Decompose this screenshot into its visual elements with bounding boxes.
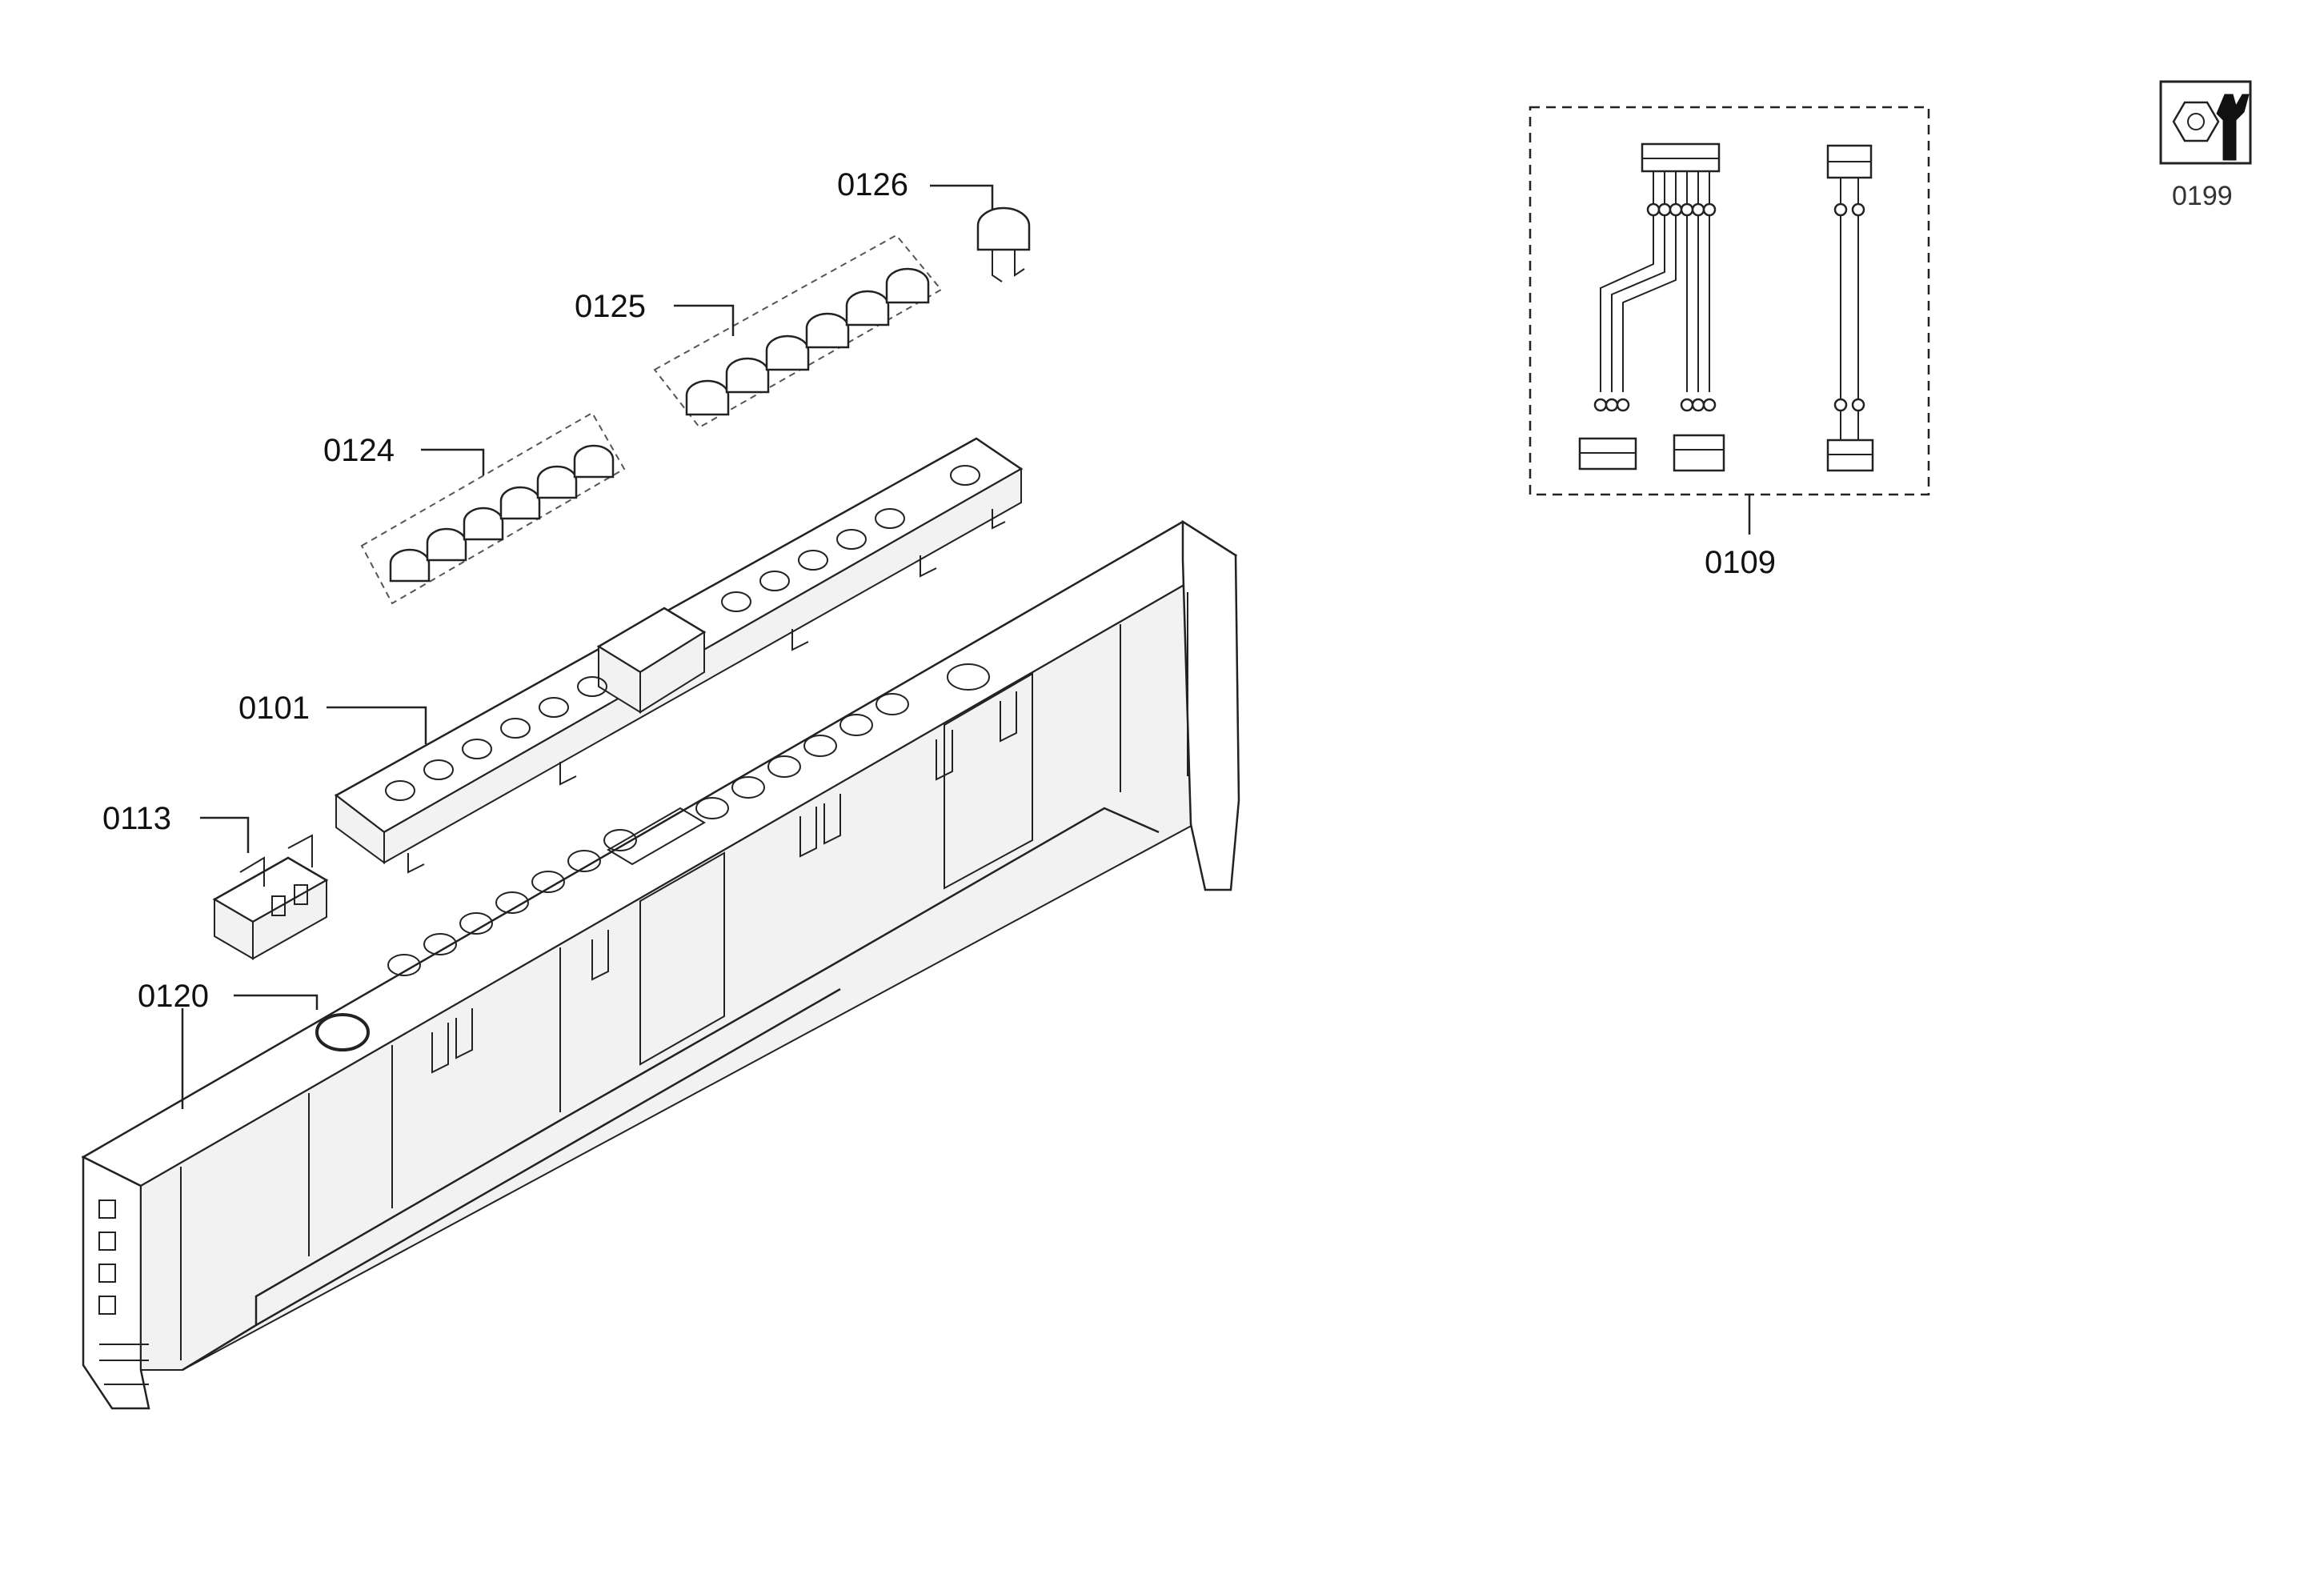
- label-0113: 0113: [102, 801, 171, 836]
- leader-lines: [181, 184, 1751, 1109]
- button-group-0125: [653, 234, 943, 429]
- label-0126: 0126: [837, 167, 908, 202]
- tool-kit-icon: [2159, 80, 2252, 165]
- label-0125: 0125: [575, 289, 646, 324]
- label-0199: 0199: [2172, 181, 2233, 211]
- label-0124: 0124: [323, 433, 395, 468]
- switch-0113: [212, 834, 329, 960]
- label-0109: 0109: [1705, 545, 1776, 580]
- part-labels: 0126 0125 0124 0101 0113 0120 0109 0199: [102, 167, 2233, 1014]
- label-0101: 0101: [238, 691, 310, 726]
- label-0120: 0120: [138, 979, 209, 1014]
- fascia-panel-0120: [81, 519, 1240, 1410]
- button-group-0124: [360, 411, 626, 605]
- key-carrier-0101: [334, 437, 1024, 874]
- cable-harness-0109: [1529, 106, 1930, 496]
- button-0126: [976, 206, 1031, 282]
